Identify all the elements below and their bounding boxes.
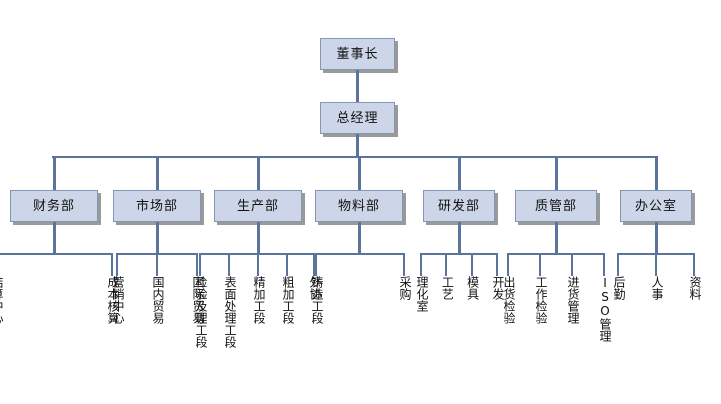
node-department-0[interactable]: 财务部 bbox=[10, 190, 98, 222]
connector-leaf-3-1 bbox=[403, 253, 405, 276]
connector-leaf-1-2 bbox=[196, 253, 198, 276]
leaf-label-0-1[interactable]: 成本核算 bbox=[106, 276, 120, 324]
connector-leaf-2-4 bbox=[315, 253, 317, 276]
leaf-label-2-0[interactable]: 检验及理工段 bbox=[194, 276, 208, 348]
leaf-label-3-1[interactable]: 采购 bbox=[398, 276, 412, 300]
connector-leaf-5-0 bbox=[507, 253, 509, 276]
leaf-label-4-2[interactable]: 模具 bbox=[465, 276, 480, 300]
leaf-label-2-1[interactable]: 表面处理工段 bbox=[223, 276, 237, 348]
connector-dept-3-stem bbox=[358, 222, 361, 253]
leaf-label-0-0[interactable]: 结算中心 bbox=[0, 276, 4, 324]
leaf-label-3-0[interactable]: 外协 bbox=[308, 276, 322, 300]
connector-leaf-2-0 bbox=[199, 253, 201, 276]
connector-bus-to-6 bbox=[655, 156, 658, 190]
connector-leaf-6-0 bbox=[617, 253, 619, 276]
connector-dept-0-stem bbox=[53, 222, 56, 253]
connector-bus-to-4 bbox=[458, 156, 461, 190]
connector-leaf-2-3 bbox=[286, 253, 288, 276]
connector-dept-1-stem bbox=[156, 222, 159, 253]
leaf-label-2-3[interactable]: 粗加工段 bbox=[281, 276, 295, 324]
connector-leaf-6-2 bbox=[693, 253, 695, 276]
connector-dept-4-stem bbox=[458, 222, 461, 253]
node-department-6[interactable]: 办公室 bbox=[620, 190, 692, 222]
connector-leaf-4-0 bbox=[420, 253, 422, 276]
connector-leaf-5-1 bbox=[539, 253, 541, 276]
leaf-label-5-2[interactable]: 进货管理 bbox=[566, 276, 580, 324]
connector-dept-4-leafbus bbox=[421, 253, 497, 255]
connector-leaf-6-1 bbox=[655, 253, 657, 276]
connector-leaf-0-1 bbox=[111, 253, 113, 276]
connector-dept-2-stem bbox=[257, 222, 260, 253]
connector-bus-to-5 bbox=[555, 156, 558, 190]
node-department-5[interactable]: 质管部 bbox=[515, 190, 597, 222]
connector-bus-to-1 bbox=[156, 156, 159, 190]
leaf-label-5-3[interactable]: ISO管理 bbox=[598, 276, 612, 342]
node-department-4[interactable]: 研发部 bbox=[423, 190, 495, 222]
connector-leaf-4-2 bbox=[470, 253, 473, 276]
leaf-label-6-2[interactable]: 资料 bbox=[688, 276, 702, 300]
connector-leaf-1-1 bbox=[156, 253, 158, 276]
leaf-label-2-2[interactable]: 精加工段 bbox=[252, 276, 266, 324]
node-department-3[interactable]: 物料部 bbox=[315, 190, 403, 222]
connector-dept-6-stem bbox=[655, 222, 658, 253]
node-chairman[interactable]: 董事长 bbox=[320, 38, 395, 70]
connector-dept-5-stem bbox=[555, 222, 558, 253]
connector-bus-to-2 bbox=[257, 156, 260, 190]
leaf-label-5-0[interactable]: 出货检验 bbox=[502, 276, 516, 324]
connector-bus-to-3 bbox=[358, 156, 361, 190]
leaf-label-1-0[interactable]: 营销中心 bbox=[111, 276, 125, 324]
connector-leaf-3-0 bbox=[313, 253, 315, 276]
connector-leaf-5-2 bbox=[571, 253, 573, 276]
leaf-label-6-1[interactable]: 人事 bbox=[650, 276, 664, 300]
connector-dept-3-leafbus bbox=[314, 253, 404, 255]
leaf-label-4-0[interactable]: 理化室 bbox=[415, 276, 429, 312]
connector-leaf-2-2 bbox=[257, 253, 259, 276]
leaf-label-4-1[interactable]: 工艺 bbox=[440, 276, 455, 300]
leaf-label-1-1[interactable]: 国内贸易 bbox=[151, 276, 165, 324]
connector-chairman-to-gm bbox=[356, 70, 359, 102]
connector-bus-to-0 bbox=[53, 156, 56, 190]
connector-dept-0-leafbus bbox=[0, 253, 112, 255]
connector-gm-stem bbox=[356, 134, 359, 156]
connector-department-bus bbox=[52, 156, 657, 158]
connector-leaf-4-3 bbox=[496, 253, 498, 276]
connector-leaf-2-1 bbox=[228, 253, 230, 276]
connector-dept-5-leafbus bbox=[508, 253, 604, 255]
leaf-label-5-1[interactable]: 工作检验 bbox=[534, 276, 548, 324]
leaf-label-1-2[interactable]: 国际贸易 bbox=[191, 276, 205, 324]
node-general-manager[interactable]: 总经理 bbox=[320, 102, 395, 134]
connector-leaf-5-3 bbox=[603, 253, 605, 276]
node-department-1[interactable]: 市场部 bbox=[113, 190, 201, 222]
node-department-2[interactable]: 生产部 bbox=[214, 190, 302, 222]
connector-leaf-1-0 bbox=[116, 253, 118, 276]
leaf-label-6-0[interactable]: 后勤 bbox=[612, 276, 626, 300]
leaf-label-4-3[interactable]: 开发 bbox=[491, 276, 505, 300]
leaf-label-2-4[interactable]: 铸造工段 bbox=[310, 276, 324, 324]
connector-leaf-4-1 bbox=[445, 253, 448, 276]
